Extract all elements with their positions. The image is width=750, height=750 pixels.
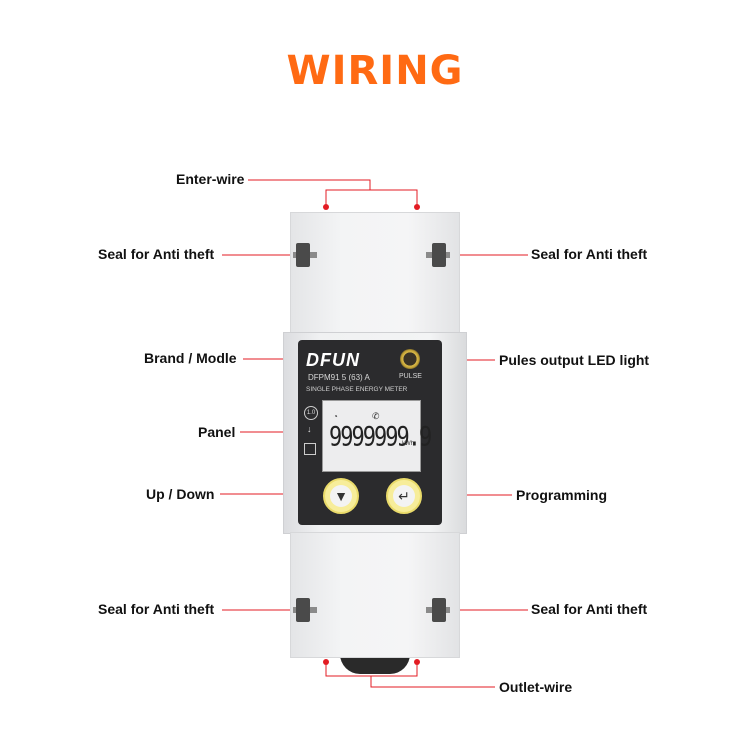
pulse-label: PULSE [399, 373, 422, 380]
thermometer-icon: ↓ [307, 424, 312, 434]
phone-icon: ✆ [372, 411, 380, 421]
dot-outlet-left [323, 659, 329, 665]
meter-bottom-housing [290, 532, 460, 658]
seal-bottom-right [432, 598, 446, 622]
line-outlet-wire-2 [370, 676, 495, 688]
line-enter-wire [248, 179, 371, 207]
label-outlet-wire: Outlet-wire [499, 679, 573, 695]
pulse-led-icon [400, 349, 420, 369]
label-programming: Programming [516, 487, 608, 503]
seal-bottom-left [296, 598, 310, 622]
label-pulse-led: Pules output LED light [499, 352, 650, 368]
label-seal-top-right: Seal for Anti theft [531, 246, 648, 262]
seal-top-left [296, 243, 310, 267]
dot-enter-right [414, 204, 420, 210]
label-brand-model: Brand / Modle [144, 350, 237, 366]
enter-icon: ↵ [393, 485, 415, 507]
line-enter-wire-2 [370, 189, 418, 207]
label-panel: Panel [198, 424, 236, 440]
dot-outlet-right [414, 659, 420, 665]
lcd-unit: kWh [402, 441, 414, 447]
up-down-button[interactable]: ▼ [323, 478, 359, 514]
label-seal-top-left: Seal for Anti theft [98, 246, 215, 262]
label-seal-bottom-left: Seal for Anti theft [98, 601, 215, 617]
meter-foot [340, 654, 410, 674]
lcd-display [322, 400, 421, 472]
phase-text: SINGLE PHASE ENERGY METER [306, 386, 408, 393]
model-text: DFPM91 5 (63) A [308, 373, 370, 382]
programming-button[interactable]: ↵ [386, 478, 422, 514]
label-up-down: Up / Down [146, 486, 215, 502]
label-seal-bottom-right: Seal for Anti theft [531, 601, 648, 617]
double-insulation-icon [304, 443, 316, 455]
lcd-digits: 9999999.9 [329, 422, 432, 453]
meter-top-housing [290, 212, 460, 334]
label-enter-wire: Enter-wire [176, 171, 245, 187]
accuracy-class-icon: 1.0 [304, 406, 318, 420]
down-arrow-icon: ▼ [330, 485, 352, 507]
clock-icon: ◔ [333, 412, 338, 421]
seal-top-right [432, 243, 446, 267]
brand-logo: DFUN [306, 350, 360, 370]
dot-enter-left [323, 204, 329, 210]
page-title: WIRING [286, 48, 464, 94]
